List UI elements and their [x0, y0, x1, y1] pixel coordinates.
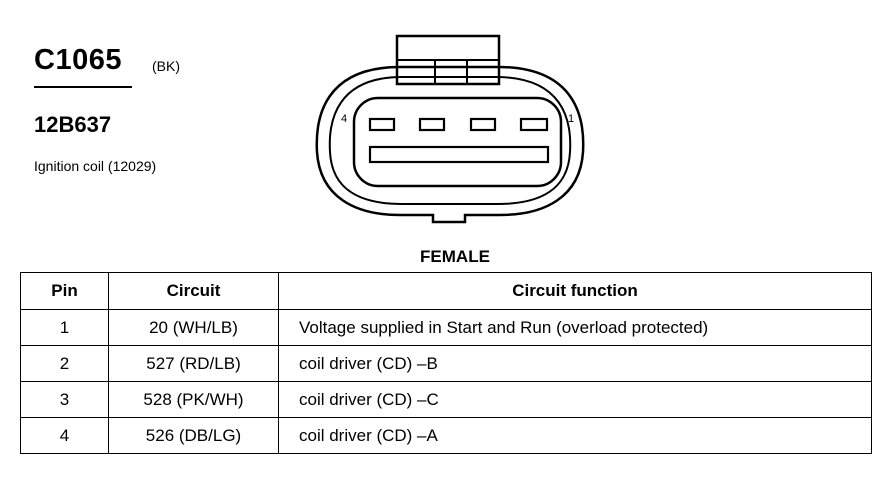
- cell-function: Voltage supplied in Start and Run (overl…: [278, 309, 872, 346]
- table-row: 2 527 (RD/LB) coil driver (CD) –B: [20, 345, 872, 382]
- connector-housing: [315, 65, 585, 224]
- cell-circuit: 527 (RD/LB): [108, 345, 279, 382]
- table-row: 3 528 (PK/WH) coil driver (CD) –C: [20, 381, 872, 418]
- housing-inner-rim: [328, 76, 572, 205]
- cell-function: coil driver (CD) –B: [278, 345, 872, 382]
- component-description: Ignition coil (12029): [34, 158, 157, 174]
- terminal-cavity: [418, 117, 446, 132]
- cell-circuit: 20 (WH/LB): [108, 309, 279, 346]
- cell-pin: 4: [20, 417, 109, 454]
- cell-function: coil driver (CD) –A: [278, 417, 872, 454]
- key-slot: [368, 145, 550, 164]
- cell-pin: 1: [20, 309, 109, 346]
- terminal-cavity: [519, 117, 549, 132]
- connector-color: (BK): [152, 58, 180, 74]
- connector-face-diagram: 4 1: [315, 34, 585, 224]
- pin-number-left: 4: [341, 113, 347, 125]
- terminal-cavity: [469, 117, 497, 132]
- cell-function: coil driver (CD) –C: [278, 381, 872, 418]
- table-row: 4 526 (DB/LG) coil driver (CD) –A: [20, 417, 872, 454]
- view-label: FEMALE: [420, 247, 490, 266]
- pin-number-right: 1: [568, 113, 574, 125]
- connector-id: C1065: [34, 44, 122, 76]
- cell-circuit: 528 (PK/WH): [108, 381, 279, 418]
- cell-circuit: 526 (DB/LG): [108, 417, 279, 454]
- connector-face: [352, 96, 563, 188]
- pinout-table: Pin Circuit Circuit function 1 20 (WH/LB…: [20, 272, 872, 454]
- table-header-row: Pin Circuit Circuit function: [20, 272, 872, 310]
- cell-pin: 2: [20, 345, 109, 382]
- title-underline: [34, 86, 132, 88]
- header-circuit: Circuit: [108, 272, 279, 310]
- cell-pin: 3: [20, 381, 109, 418]
- header-function: Circuit function: [278, 272, 872, 310]
- table-row: 1 20 (WH/LB) Voltage supplied in Start a…: [20, 309, 872, 346]
- header-pin: Pin: [20, 272, 109, 310]
- part-number: 12B637: [34, 112, 112, 137]
- terminal-cavity: [368, 117, 396, 132]
